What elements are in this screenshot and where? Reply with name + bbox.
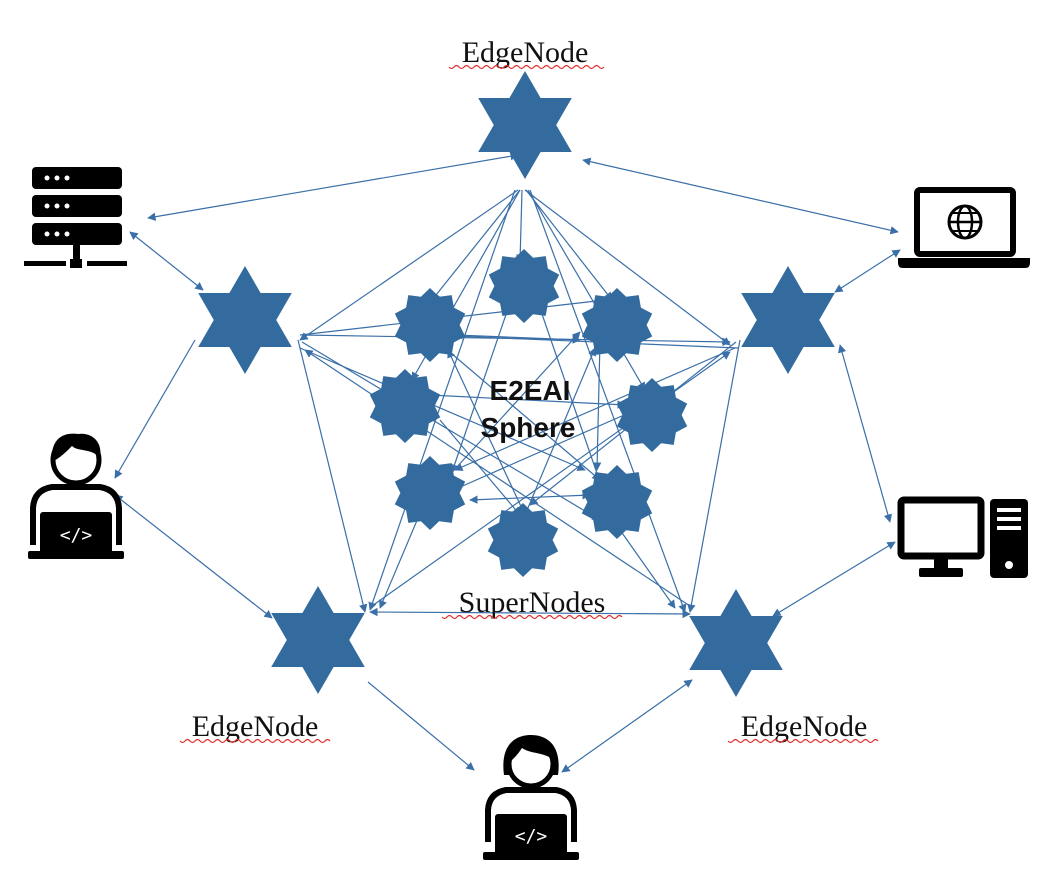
nodes-layer — [198, 71, 835, 697]
connection-arrow — [516, 189, 525, 263]
supernode-3 — [581, 288, 653, 362]
supernode-7 — [581, 465, 653, 539]
connection-arrow — [367, 681, 475, 771]
supernode-6 — [394, 456, 466, 530]
sphere-title-line1: E2EAI — [490, 375, 571, 406]
connection-arrow — [379, 517, 419, 609]
spellcheck-underline-supernodes — [441, 614, 623, 620]
laptop-globe-icon — [898, 187, 1030, 268]
connection-arrow — [429, 394, 626, 409]
connection-arrow — [592, 339, 602, 471]
edge-node-label-bottom-right: EdgeNode — [741, 710, 868, 743]
connection-arrow — [527, 189, 646, 391]
connection-arrow — [447, 349, 526, 516]
connection-arrow — [431, 189, 521, 301]
connection-arrow — [561, 679, 693, 773]
connection-arrow — [454, 347, 736, 471]
connection-arrow — [129, 231, 204, 291]
connection-arrow — [299, 347, 586, 471]
svg-text:</>: </> — [60, 525, 93, 546]
server-rack-icon — [24, 167, 127, 268]
developer-male-icon: </> — [28, 433, 124, 559]
connection-arrow — [582, 157, 899, 235]
connection-arrow — [834, 249, 901, 293]
supernode-4 — [369, 369, 441, 443]
connection-arrow — [454, 331, 581, 344]
edge-node-star-right — [741, 266, 835, 374]
connection-arrow — [524, 189, 731, 346]
connection-arrow — [687, 339, 741, 613]
developer-female-icon: </> — [483, 735, 579, 860]
connection-arrow — [114, 339, 196, 479]
connection-edges — [114, 152, 901, 773]
svg-text:</>: </> — [515, 826, 548, 847]
connection-arrow — [147, 152, 519, 221]
sphere-title-line2: Sphere — [481, 412, 576, 443]
connection-arrow — [369, 607, 691, 619]
edge-node-star-left — [198, 266, 292, 374]
edge-node-star-bottom-left — [271, 586, 365, 694]
connection-arrow — [838, 344, 892, 523]
connection-arrow — [368, 189, 516, 611]
edge-node-label-top: EdgeNode — [462, 36, 589, 69]
connection-arrow — [525, 189, 613, 301]
connection-arrow — [301, 341, 601, 521]
connection-arrow — [444, 331, 581, 481]
edge-node-star-bottom-right — [689, 589, 783, 697]
connection-arrow — [304, 349, 691, 607]
spellcheck-underline-bottom-left — [179, 738, 331, 744]
connection-arrow — [524, 347, 596, 516]
supernode-2 — [394, 288, 466, 362]
supernodes-label: SuperNodes — [459, 586, 606, 619]
connection-arrow — [114, 494, 273, 619]
connection-arrow — [529, 189, 687, 613]
connection-arrow — [299, 189, 519, 341]
connection-arrow — [457, 407, 641, 489]
connection-arrow — [619, 529, 676, 609]
connection-arrow — [469, 491, 591, 504]
connection-arrow — [439, 419, 521, 516]
desktop-computer-icon — [897, 496, 1028, 578]
edge-node-star-top — [478, 71, 572, 179]
connection-arrow — [444, 347, 601, 481]
supernode-1 — [488, 249, 560, 323]
spellcheck-underline-bottom-right — [727, 738, 879, 744]
supernode-5 — [616, 378, 688, 452]
spellcheck-underline-top — [448, 64, 605, 70]
connection-arrow — [297, 339, 368, 613]
supernode-8 — [487, 503, 559, 577]
edge-node-label-bottom-left: EdgeNode — [192, 710, 319, 743]
connection-arrow — [772, 541, 896, 617]
